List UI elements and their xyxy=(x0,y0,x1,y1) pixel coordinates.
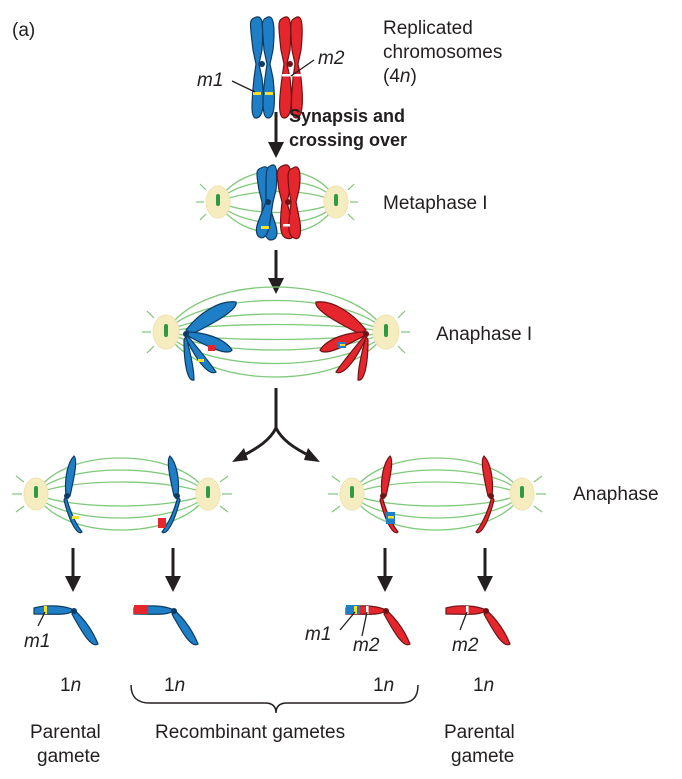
gamete-2-chromosome xyxy=(133,605,199,646)
anaphase2-right-chromatid-a xyxy=(379,455,399,534)
synapsis-label-line2: crossing over xyxy=(289,130,407,150)
anaphase2-label: Anaphase xyxy=(573,484,659,505)
fork-arrow xyxy=(232,388,320,462)
centriole-left xyxy=(216,194,220,206)
down-arrow-gamete-1 xyxy=(65,548,81,592)
anaphase2-left-chromatid-b xyxy=(158,455,181,534)
gamete-3-m1-label: m1 xyxy=(305,624,331,645)
gamete-1-chromosome xyxy=(33,605,99,646)
down-arrow-gamete-2 xyxy=(165,548,181,592)
gamete-4-m2-pointer xyxy=(459,611,468,631)
gamete-1-m1-label: m1 xyxy=(24,631,50,652)
parental-gamete-left-line2: gamete xyxy=(37,746,100,767)
ploidy-label-4: 1n xyxy=(473,675,494,696)
parental-gamete-right-line1: Parental xyxy=(444,722,515,743)
centriole-right xyxy=(334,194,338,206)
m2-pointer xyxy=(290,59,315,77)
parental-gamete-right-line2: gamete xyxy=(451,746,514,767)
gamete-3-chromosome xyxy=(345,605,411,646)
blue-chromosome xyxy=(249,16,275,119)
metaphase-spindle xyxy=(196,169,358,235)
ploidy-label-2: 1n xyxy=(164,675,185,696)
metaphase-label: Metaphase I xyxy=(383,193,488,214)
parental-gamete-left-line1: Parental xyxy=(30,722,101,743)
down-arrow-1 xyxy=(268,112,284,158)
anaphase2-right-chromatid-b xyxy=(475,455,495,534)
ploidy-label-3: 1n xyxy=(373,675,394,696)
ploidy-label-1: 1n xyxy=(60,675,81,696)
red-chromosome xyxy=(278,16,303,119)
metaphase-tetrad xyxy=(255,164,302,241)
m1-label-top: m1 xyxy=(197,70,223,91)
m2-label-top: m2 xyxy=(318,48,345,69)
anaphase2-right-spindle xyxy=(328,457,546,531)
anaphase1-label: Anaphase I xyxy=(436,324,532,345)
synapsis-label-line1: Synapsis and xyxy=(289,106,405,126)
down-arrow-gamete-4 xyxy=(477,548,493,592)
anaphase1-spindle xyxy=(142,286,410,378)
replicated-label-line1: Replicated xyxy=(383,18,473,39)
replicated-label-line3: (4n) xyxy=(383,66,417,87)
replicated-label-line2: chromosomes xyxy=(383,42,502,63)
down-arrow-2 xyxy=(268,250,284,294)
gamete-4-chromosome xyxy=(445,605,511,646)
anaphase2-left-chromatid-a xyxy=(63,455,83,534)
recombinant-brace xyxy=(130,684,419,714)
gamete-3-m2-pointer xyxy=(361,611,368,637)
gamete-4-m2-label: m2 xyxy=(452,635,479,656)
gamete-3-m2-label: m2 xyxy=(353,635,380,656)
gamete-3-m1-pointer xyxy=(339,611,356,631)
recombinant-gametes-label: Recombinant gametes xyxy=(155,722,345,743)
anaphase1-blue-chromosome xyxy=(183,301,237,381)
anaphase1-red-chromosome xyxy=(315,301,369,381)
panel-label: (a) xyxy=(12,20,35,41)
m1-pointer xyxy=(231,80,256,93)
gamete-1-m1-pointer xyxy=(37,611,46,627)
replicated-chromosome-pair xyxy=(249,16,303,119)
anaphase2-left-spindle xyxy=(12,457,232,531)
down-arrow-gamete-3 xyxy=(377,548,393,592)
